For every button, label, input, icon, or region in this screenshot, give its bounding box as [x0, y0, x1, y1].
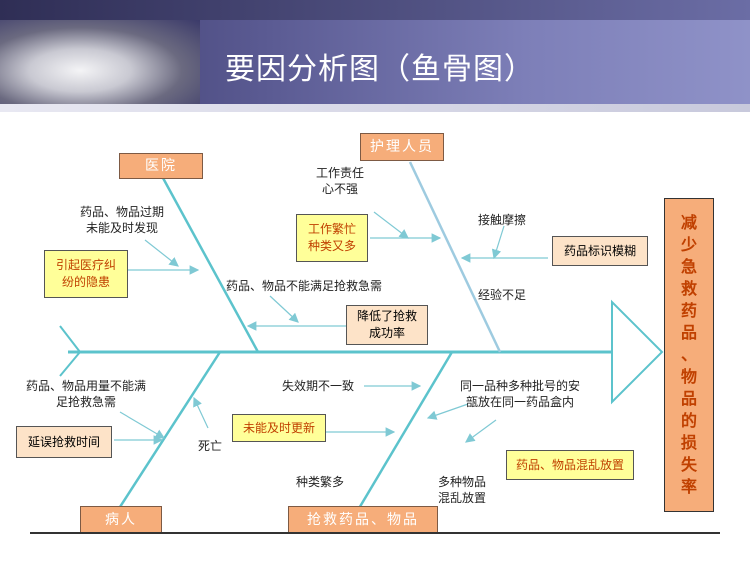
cause-nurse-busy: 工作繁忙 种类又多 — [296, 214, 368, 262]
fish-tail — [59, 325, 82, 377]
effect-char: 、 — [680, 345, 697, 364]
effect-char: 急 — [680, 257, 697, 276]
medical-drip-photo — [0, 20, 200, 104]
header-strip — [0, 0, 750, 20]
cause-hospital-rate: 降低了抢救 成功率 — [346, 305, 428, 345]
effect-box: 减 少 急 救 药 品 、 物 品 的 损 失 率 — [664, 198, 714, 512]
effect-char: 品 — [680, 323, 697, 342]
bone-drug — [356, 351, 454, 511]
cause-nurse-label: 药品标识模糊 — [552, 236, 648, 266]
cause-nurse-experience: 经验不足 — [478, 288, 527, 302]
effect-char: 药 — [680, 301, 697, 320]
bottom-rule — [30, 532, 720, 534]
category-drug: 抢救药品、物品 — [288, 506, 438, 534]
page-title: 要因分析图（鱼骨图） — [225, 52, 535, 87]
arrow-usage — [119, 411, 166, 439]
cause-nurse-duty: 工作责任 心不强 — [316, 166, 365, 196]
bone-hospital — [161, 177, 260, 353]
cause-patient-delay: 延误抢救时间 — [16, 426, 112, 458]
cause-nurse-wear: 接触摩擦 — [478, 213, 527, 227]
arrow-insufficient — [269, 295, 299, 323]
cause-drug-batch: 同一品种多种批号的安 瓿放在同一药品盒内 — [460, 379, 581, 409]
effect-char: 物 — [680, 367, 697, 386]
category-nurse: 护理人员 — [360, 133, 444, 161]
arrow-batch — [426, 403, 469, 420]
category-hospital: 医院 — [119, 153, 203, 179]
cause-drug-expiry: 失效期不一致 — [282, 379, 355, 393]
category-patient: 病人 — [80, 506, 162, 534]
effect-char: 失 — [680, 455, 697, 474]
cause-hospital-overdue: 药品、物品过期 未能及时发现 — [80, 205, 165, 235]
cause-drug-mixed: 多种物品 混乱放置 — [438, 475, 487, 505]
cause-drug-mixed-box: 药品、物品混乱放置 — [506, 450, 634, 480]
arrow-overdue — [144, 239, 179, 267]
arrow-wear — [491, 225, 505, 260]
arrow-mixed — [465, 419, 497, 443]
arrow-duty — [373, 211, 409, 239]
bone-nurse — [408, 161, 502, 353]
header-divider — [0, 104, 750, 112]
effect-char: 率 — [680, 477, 697, 496]
cause-drug-update: 未能及时更新 — [232, 414, 326, 442]
effect-char: 损 — [680, 433, 697, 452]
cause-hospital-insufficient: 药品、物品不能满足抢救急需 — [226, 279, 383, 293]
cause-drug-variety: 种类繁多 — [296, 475, 345, 489]
effect-char: 的 — [680, 411, 697, 430]
cause-hospital-dispute: 引起医疗纠 纷的隐患 — [44, 250, 128, 298]
bone-patient — [116, 351, 222, 511]
arrow-death — [193, 396, 209, 429]
cause-patient-death: 死亡 — [198, 439, 223, 453]
effect-char: 少 — [680, 235, 697, 254]
effect-char: 品 — [680, 389, 697, 408]
cause-patient-usage: 药品、物品用量不能满 足抢救急需 — [26, 379, 147, 409]
effect-char: 救 — [680, 279, 697, 298]
fish-head — [611, 299, 664, 405]
effect-char: 减 — [680, 213, 697, 232]
